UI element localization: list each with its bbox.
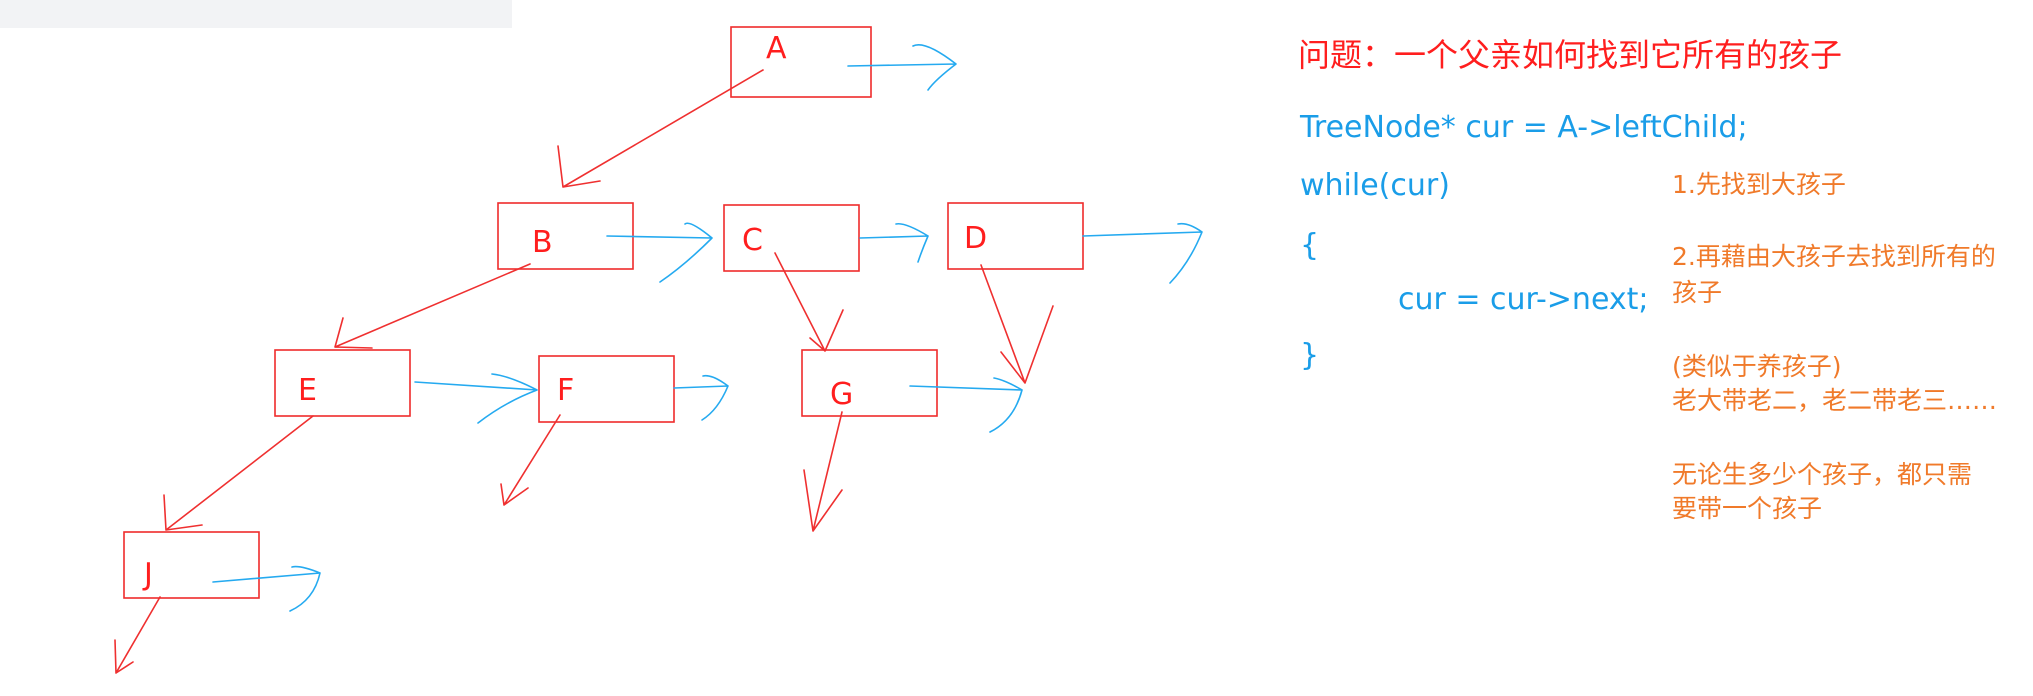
sibling-pointer-b-to-c bbox=[606, 222, 713, 283]
node-j: J bbox=[123, 531, 260, 599]
node-a: A bbox=[730, 26, 872, 98]
edges-layer bbox=[114, 44, 1203, 674]
node-box-c bbox=[723, 204, 860, 272]
child-pointer-e-to-j bbox=[163, 415, 314, 531]
sibling-pointer-a-to-null bbox=[847, 44, 957, 91]
node-label-e: E bbox=[298, 373, 317, 408]
sibling-pointer-f-to-null bbox=[673, 374, 729, 421]
sibling-pointer-j-to-null bbox=[212, 565, 321, 612]
sibling-pointer-g-to-null bbox=[909, 377, 1023, 433]
sibling-pointer-c-to-d bbox=[859, 222, 929, 263]
node-box-f bbox=[538, 355, 675, 423]
code-line-close-brace: } bbox=[1300, 338, 1320, 373]
note-conclusion-cont: 要带一个孩子 bbox=[1672, 494, 1823, 523]
node-box-j bbox=[123, 531, 260, 599]
node-label-g: G bbox=[830, 377, 853, 412]
node-label-a: A bbox=[766, 31, 787, 66]
node-f: F bbox=[538, 355, 675, 423]
node-box-g bbox=[801, 349, 938, 417]
node-label-c: C bbox=[742, 223, 763, 258]
note-step-2-cont: 孩子 bbox=[1672, 278, 1723, 307]
child-pointer-b-to-e bbox=[334, 263, 531, 349]
note-step-2: 2.再藉由大孩子去找到所有的 bbox=[1672, 242, 1996, 271]
child-pointer-j-to-null bbox=[114, 596, 161, 674]
code-line-assignment: cur = cur->next; bbox=[1398, 282, 1649, 317]
sibling-pointer-e-to-f bbox=[414, 373, 538, 424]
node-label-b: B bbox=[532, 225, 553, 260]
code-line-declaration: TreeNode* cur = A->leftChild; bbox=[1300, 110, 1748, 145]
code-line-open-brace: { bbox=[1300, 228, 1320, 263]
note-analogy-detail: 老大带老二，老二带老三…… bbox=[1672, 386, 1998, 415]
child-pointer-f-to-null bbox=[500, 414, 561, 506]
top-toolbar-strip bbox=[0, 0, 512, 28]
note-analogy: (类似于养孩子) bbox=[1672, 352, 1842, 381]
note-step-1: 1.先找到大孩子 bbox=[1672, 170, 1846, 199]
child-pointer-d-to-g-area bbox=[980, 264, 1054, 384]
child-pointer-c-to-g bbox=[774, 252, 844, 352]
nodes-layer: A B C D E F G J bbox=[123, 26, 1084, 599]
question-text: 问题：一个父亲如何找到它所有的孩子 bbox=[1298, 36, 1843, 74]
node-label-f: F bbox=[557, 373, 574, 408]
node-label-j: J bbox=[142, 557, 153, 592]
node-d: D bbox=[947, 202, 1084, 270]
node-box-e bbox=[274, 349, 411, 417]
node-g: G bbox=[801, 349, 938, 417]
code-line-while: while(cur) bbox=[1300, 168, 1450, 203]
note-conclusion: 无论生多少个孩子，都只需 bbox=[1672, 460, 1973, 489]
sibling-pointer-d-to-null bbox=[1082, 222, 1203, 284]
child-pointer-g-to-null bbox=[803, 411, 843, 532]
child-pointer-a-to-b bbox=[557, 69, 764, 188]
node-e: E bbox=[274, 349, 411, 417]
node-c: C bbox=[723, 204, 860, 272]
node-label-d: D bbox=[964, 221, 987, 256]
node-box-a bbox=[730, 26, 872, 98]
